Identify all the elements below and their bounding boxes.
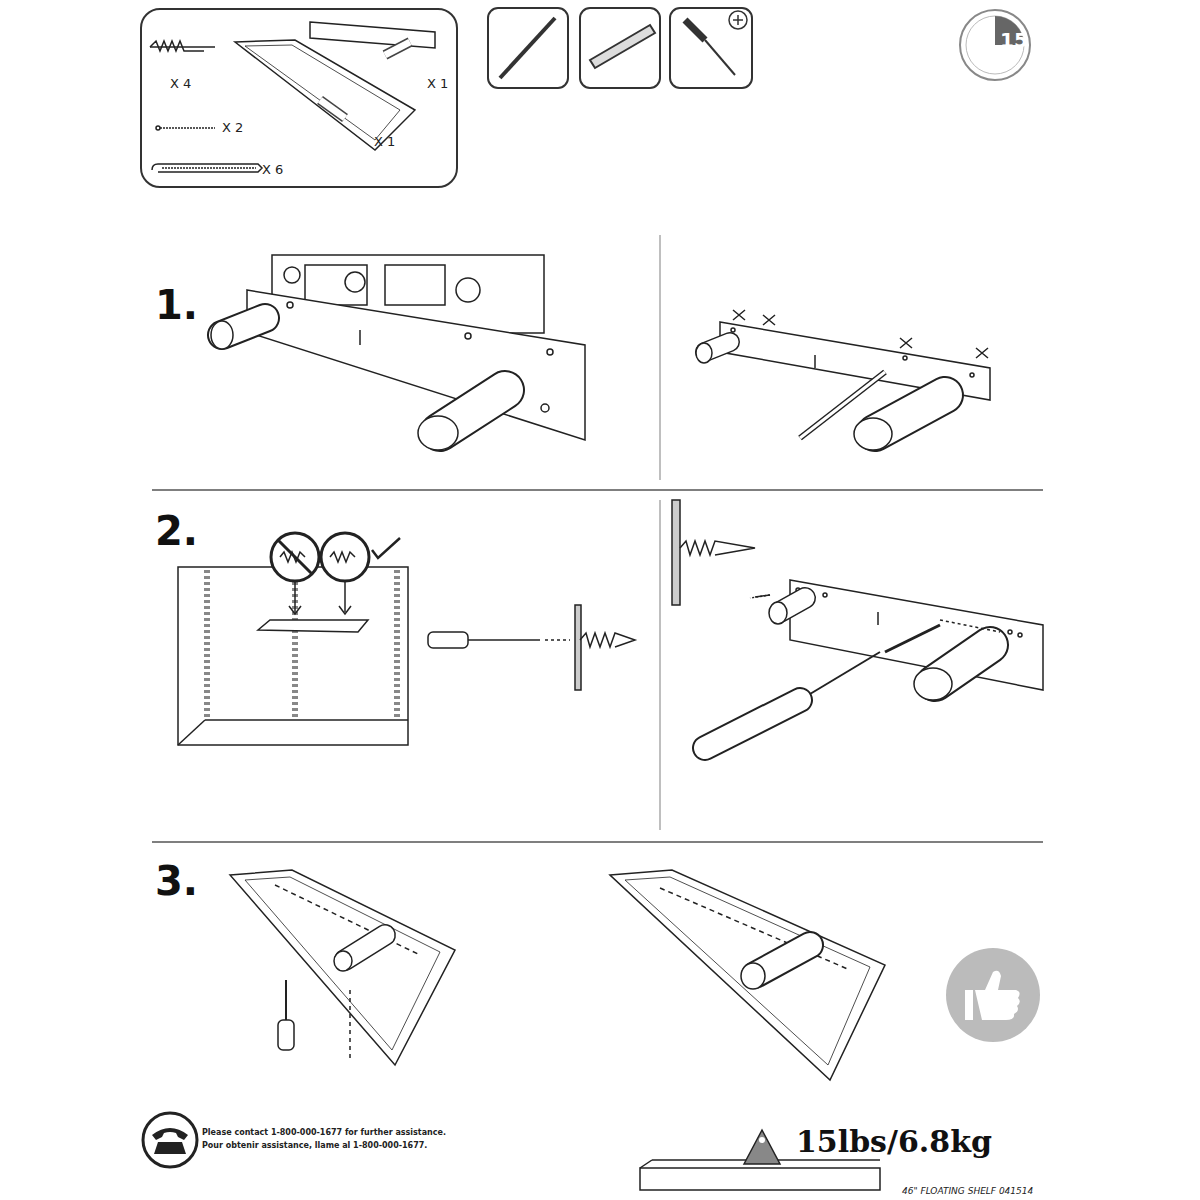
product-code: 46" FLOATING SHELF 041514 — [902, 1186, 1033, 1196]
quantity-label: X 6 — [262, 162, 283, 177]
step-number: 2. — [155, 508, 198, 554]
step-number: 3. — [155, 858, 198, 904]
duration-number: 15 — [1000, 28, 1028, 52]
quantity-label: X 2 — [222, 120, 243, 135]
weight-limit: 15lbs/6.8kg — [796, 1124, 992, 1159]
step-number: 1. — [155, 282, 198, 328]
quantity-label: X 1 — [374, 134, 395, 149]
help-note: Pour obtenir assistance, llame al 1-800-… — [202, 1141, 427, 1150]
help-note: Please contact 1-800-000-1677 for furthe… — [202, 1128, 446, 1137]
quantity-label: X 4 — [170, 76, 191, 91]
time-clock: 15 — [960, 10, 1034, 80]
parts-list-box: X 4 X 1 X 2 X 6 X 1 — [140, 8, 458, 188]
quantity-label: X 1 — [427, 76, 448, 91]
